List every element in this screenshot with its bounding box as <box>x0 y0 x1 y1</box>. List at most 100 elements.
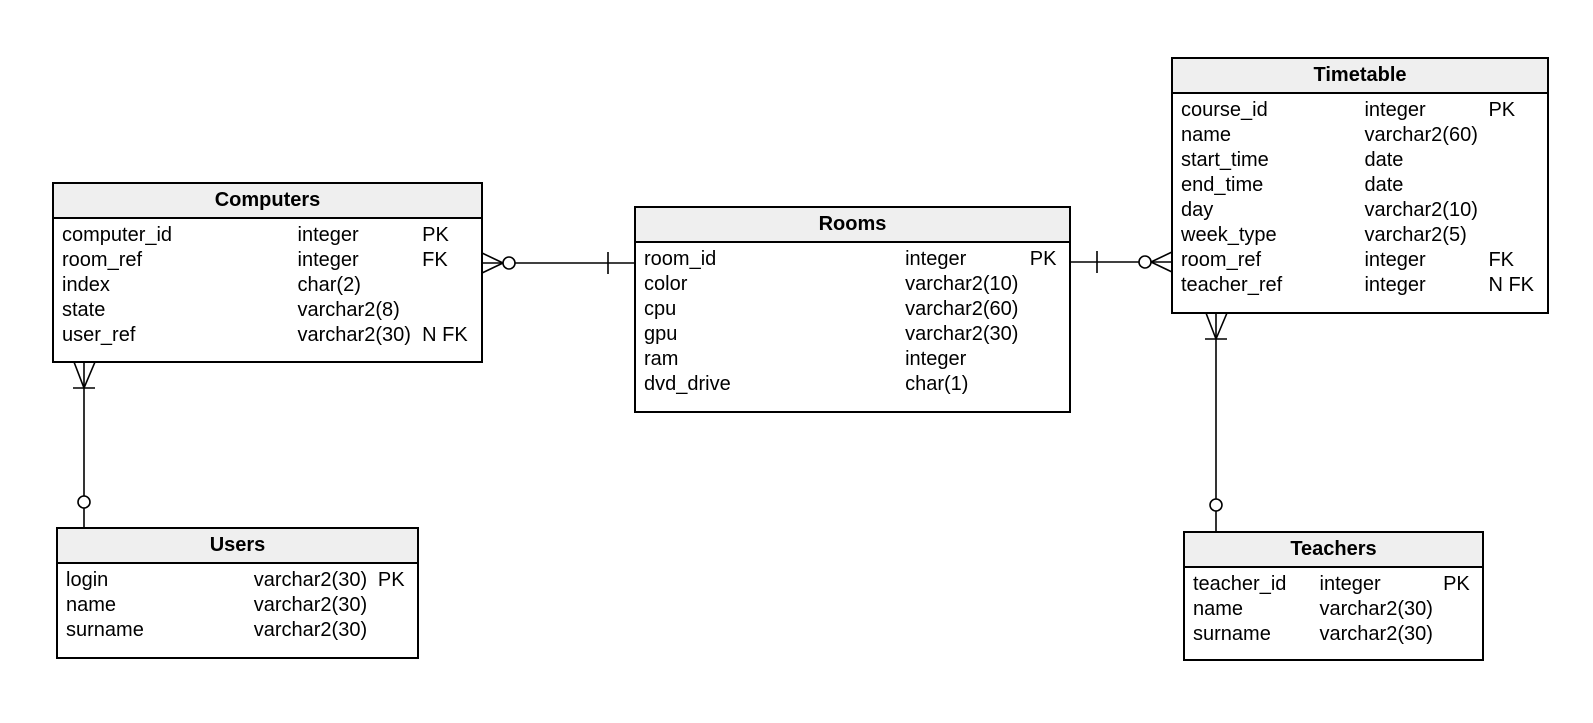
attribute-row: gpu varchar2(30) <box>636 322 1069 347</box>
attribute-key: FK <box>422 249 448 271</box>
attribute-type: integer <box>1319 573 1381 595</box>
attribute-row: color varchar2(10) <box>636 272 1069 297</box>
attribute-type: varchar2(30) <box>1319 598 1433 620</box>
attribute-row: room_ref integer FK <box>54 248 481 273</box>
attribute-name: computer_id <box>62 224 173 246</box>
attribute-row: start_time date <box>1173 148 1547 173</box>
entity-title: Users <box>58 529 417 564</box>
attribute-type: char(2) <box>297 274 361 296</box>
attribute-type: integer <box>905 348 967 370</box>
relationship-computers-rooms <box>481 252 634 274</box>
attribute-name: course_id <box>1181 99 1268 121</box>
attribute-type: varchar2(8) <box>297 299 400 321</box>
attribute-type: varchar2(30) <box>297 324 411 346</box>
attribute-type: varchar2(30) <box>1319 623 1433 645</box>
attribute-name: name <box>1181 124 1232 146</box>
attribute-row: state varchar2(8) <box>54 298 481 323</box>
attribute-type: integer <box>297 224 359 246</box>
attribute-type: varchar2(60) <box>1364 124 1478 146</box>
attribute-name: room_ref <box>1181 249 1262 271</box>
attribute-key: PK <box>1029 248 1057 270</box>
attribute-row: surname varchar2(30) <box>58 618 417 643</box>
attribute-name: user_ref <box>62 324 136 346</box>
attribute-key: PK <box>377 569 405 591</box>
attribute-row: week_type varchar2(5) <box>1173 223 1547 248</box>
attribute-type: varchar2(30) <box>253 569 368 591</box>
attribute-type: integer <box>905 248 967 270</box>
attribute-name: surname <box>66 619 144 641</box>
attribute-name: index <box>62 274 110 296</box>
attribute-name: end_time <box>1181 174 1264 196</box>
entity-title: Teachers <box>1185 533 1482 568</box>
attribute-type: varchar2(5) <box>1364 224 1467 246</box>
attribute-row: computer_id integer PK <box>54 223 481 248</box>
attribute-name: teacher_id <box>1193 573 1287 595</box>
attribute-name: gpu <box>644 323 678 345</box>
attribute-row: login varchar2(30) PK <box>58 568 417 593</box>
attribute-row: surname varchar2(30) <box>1185 622 1482 647</box>
attribute-row: name varchar2(60) <box>1173 123 1547 148</box>
attribute-name: room_id <box>644 248 717 270</box>
attribute-row: name varchar2(30) <box>58 593 417 618</box>
attribute-row: user_ref varchar2(30) N FK <box>54 323 481 348</box>
attribute-row: cpu varchar2(60) <box>636 297 1069 322</box>
attribute-key: PK <box>1443 573 1470 595</box>
attribute-name: ram <box>644 348 679 370</box>
entity-title: Rooms <box>636 208 1069 243</box>
entity-title: Timetable <box>1173 59 1547 94</box>
attribute-type: integer <box>1364 99 1426 121</box>
relationship-rooms-timetable <box>1071 251 1173 273</box>
attribute-name: color <box>644 273 688 295</box>
attribute-name: teacher_ref <box>1181 274 1283 296</box>
attribute-name: state <box>62 299 106 321</box>
attribute-type: varchar2(10) <box>1364 199 1478 221</box>
attribute-type: varchar2(60) <box>905 298 1019 320</box>
attribute-type: date <box>1364 149 1404 171</box>
attribute-row: room_id integer PK <box>636 247 1069 272</box>
attribute-name: login <box>66 569 109 591</box>
attribute-row: teacher_id integer PK <box>1185 572 1482 597</box>
attribute-key: FK <box>1488 249 1514 271</box>
attribute-key: N FK <box>1488 274 1534 296</box>
attribute-name: dvd_drive <box>644 373 731 395</box>
relationship-computers-users <box>73 361 96 528</box>
attribute-type: varchar2(30) <box>905 323 1019 345</box>
attribute-name: week_type <box>1181 224 1277 246</box>
attribute-name: room_ref <box>62 249 143 271</box>
attribute-name: day <box>1181 199 1214 221</box>
attribute-type: integer <box>1364 249 1426 271</box>
attribute-row: course_id integer PK <box>1173 98 1547 123</box>
attribute-type: varchar2(30) <box>253 594 368 616</box>
entity-users[interactable]: Users login varchar2(30) PK name varchar2(30… <box>56 527 419 659</box>
attribute-type: varchar2(30) <box>253 619 368 641</box>
attribute-row: ram integer <box>636 347 1069 372</box>
attribute-row: index char(2) <box>54 273 481 298</box>
attribute-key: N FK <box>422 324 468 346</box>
attribute-type: char(1) <box>905 373 969 395</box>
attribute-row: day varchar2(10) <box>1173 198 1547 223</box>
attribute-type: integer <box>1364 274 1426 296</box>
attribute-name: name <box>66 594 117 616</box>
attribute-name: surname <box>1193 623 1271 645</box>
attribute-row: room_ref integer FK <box>1173 248 1547 273</box>
attribute-row: teacher_ref integer N FK <box>1173 273 1547 298</box>
attribute-name: start_time <box>1181 149 1269 171</box>
attribute-name: cpu <box>644 298 677 320</box>
attribute-key: PK <box>1488 99 1516 121</box>
attribute-row: dvd_drive char(1) <box>636 372 1069 397</box>
attribute-type: integer <box>297 249 359 271</box>
attribute-key: PK <box>422 224 449 246</box>
attribute-type: varchar2(10) <box>905 273 1019 295</box>
entity-title: Computers <box>54 184 481 219</box>
